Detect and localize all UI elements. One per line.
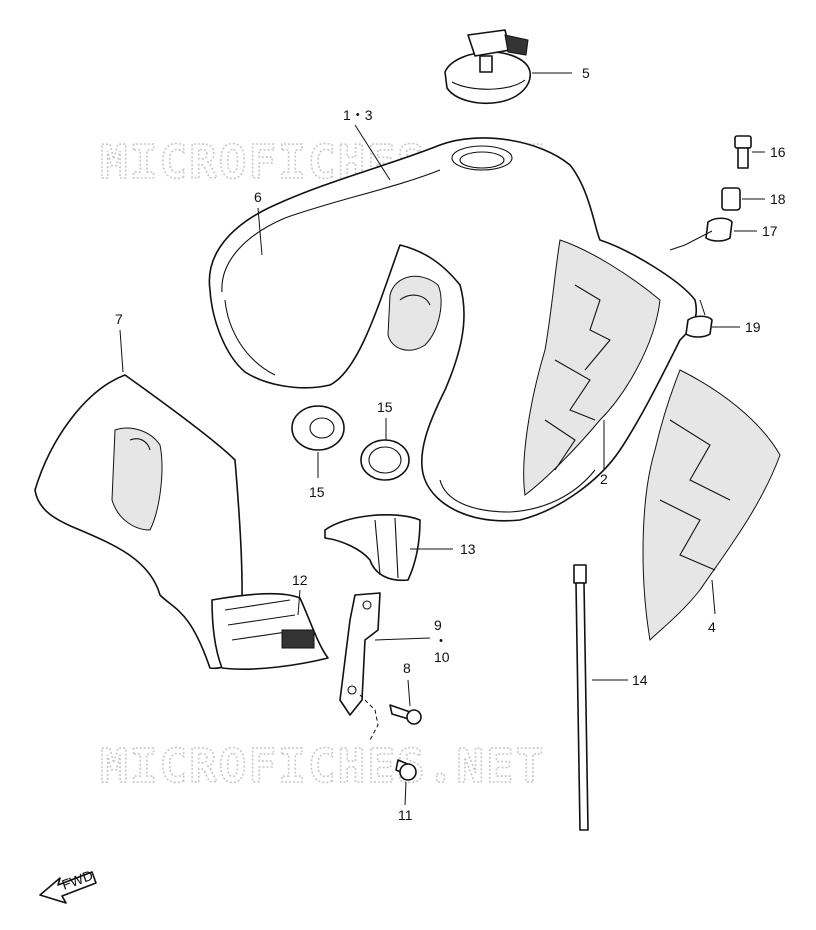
callout-9-dot: ・: [434, 633, 448, 649]
watermark-bottom: MICROFICHES.NET: [100, 739, 545, 793]
cushion-19: [685, 315, 713, 338]
callout-10: 10: [434, 649, 450, 665]
callout-15-upper: 15: [377, 399, 393, 415]
bolt-11: [395, 759, 417, 781]
bracket: [339, 592, 381, 716]
front-panel: [211, 593, 329, 670]
right-decal: [642, 369, 781, 642]
callout-14: 14: [632, 672, 648, 688]
callout-18: 18: [770, 191, 786, 207]
callout-11: 11: [398, 807, 413, 823]
callout-6: 6: [254, 189, 262, 205]
callout-2: 2: [600, 471, 608, 487]
bolt-8: [389, 704, 422, 725]
callout-4: 4: [708, 619, 716, 635]
left-cover: [34, 374, 243, 670]
callout-17: 17: [762, 223, 778, 239]
callout-5: 5: [582, 65, 590, 81]
tank-decal: [523, 239, 661, 496]
grommet-lower: [360, 439, 410, 481]
callout-8: 8: [403, 660, 411, 676]
cushion: [324, 514, 421, 582]
fuel-cap: [444, 29, 531, 104]
callout-15-lower: 15: [309, 484, 325, 500]
callout-12: 12: [292, 572, 308, 588]
grommet-upper: [291, 405, 345, 451]
callout-16: 16: [770, 144, 786, 160]
bolt-16: [734, 135, 752, 169]
fwd-arrow-icon: FWD: [39, 867, 97, 904]
cable-tie: [573, 564, 589, 831]
callout-13: 13: [460, 541, 476, 557]
cushion-17: [705, 217, 733, 242]
callout-9: 9: [434, 617, 442, 633]
collar-18: [721, 187, 741, 211]
callout-19: 19: [745, 319, 761, 335]
leader-lines: [119, 72, 765, 806]
callout-7: 7: [115, 311, 123, 327]
callout-1-3: 1・3: [343, 107, 373, 123]
